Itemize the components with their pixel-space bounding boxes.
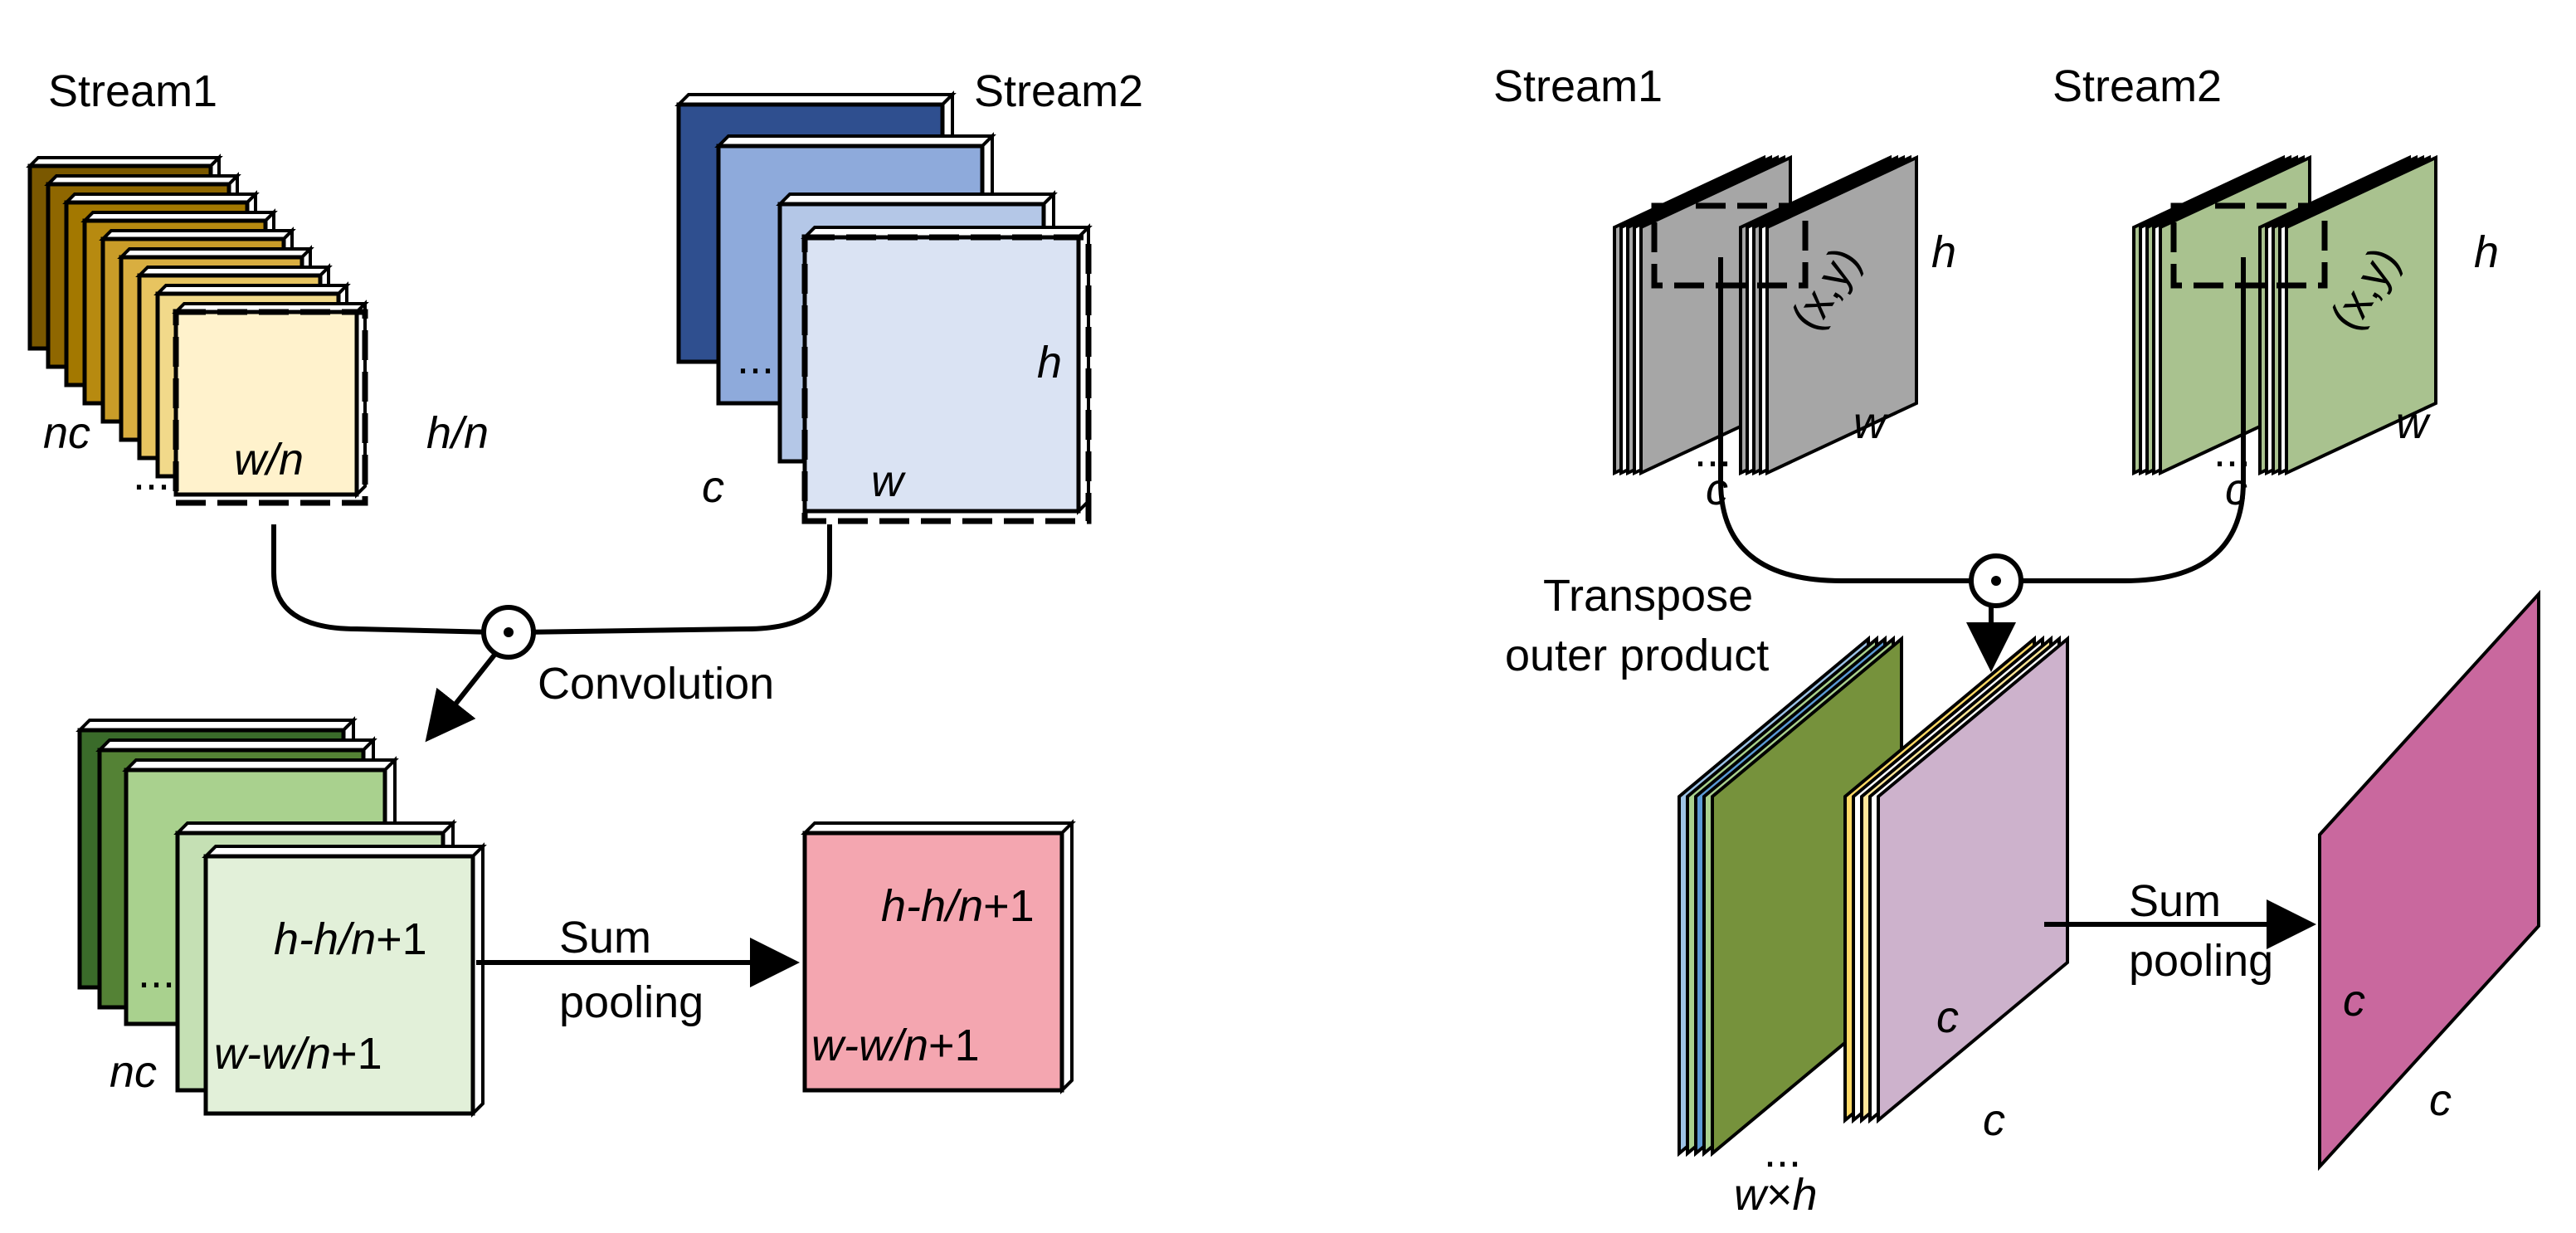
left-stream1-channels: nc — [43, 408, 90, 458]
convolution-output-stack — [75, 716, 487, 1118]
stream2-map-3-dashed-outline — [801, 234, 1092, 524]
right-stream1-label: Stream1 — [1493, 61, 1663, 111]
stream1-map-8-dashed-outline — [173, 309, 368, 506]
stream1-map-8 — [172, 300, 369, 506]
left-result-height: h-h/n+1 — [881, 881, 1035, 931]
stream2-map-3 — [801, 223, 1093, 524]
left-wire-stream1 — [271, 524, 495, 635]
outer-product-stack — [1678, 635, 1903, 1157]
left-stream2-channels: c — [702, 462, 724, 512]
right-stream1-height: h — [1931, 227, 1956, 277]
right-mid-channels-in: c — [1936, 992, 1959, 1042]
left-result-width: w-w/n+1 — [811, 1021, 980, 1070]
left-stream1-height: h/n — [426, 408, 489, 458]
left-output-channels: nc — [110, 1047, 157, 1097]
right-stack-size: w×h — [1734, 1170, 1818, 1220]
left-stream2-width: w — [871, 456, 906, 506]
right-stream2-location-box — [2170, 202, 2328, 289]
stream1-feature-stack — [26, 154, 369, 506]
left-stream1-label: Stream1 — [48, 66, 217, 116]
output-map-4-face — [203, 854, 475, 1116]
stream2-feature-stack — [674, 90, 1093, 524]
left-wire-stream2 — [522, 524, 832, 635]
result-map — [801, 819, 1076, 1094]
final-result-slab-layer-0 — [2318, 589, 2540, 1172]
right-panel: Stream1 Stream2 h w c ... (x,y) h w c ..… — [1493, 61, 2540, 1220]
left-stream2-label: Stream2 — [974, 66, 1143, 116]
convolution-arrow — [425, 652, 498, 743]
left-stream1-width: w/n — [234, 435, 304, 485]
right-final-channels-in: c — [2343, 976, 2365, 1026]
left-panel: Stream1 nc ... w/n h/n Stream2 c ... w h… — [26, 66, 1143, 1118]
left-output-ellipsis: ... — [138, 948, 175, 997]
left-sum-pooling-line1: Sum — [559, 913, 651, 963]
right-stream1-location-box — [1651, 202, 1809, 289]
right-sum-pooling-line1: Sum — [2129, 876, 2221, 926]
left-stream2-ellipsis: ... — [737, 334, 774, 383]
right-final-channels-out: c — [2429, 1075, 2452, 1125]
channel-matrix-block — [1843, 635, 2069, 1124]
transpose-label-line1: Transpose — [1543, 571, 1753, 621]
pooled-result-map — [801, 819, 1076, 1094]
right-stream2-height: h — [2474, 227, 2499, 277]
transpose-label-line2: outer product — [1505, 631, 1769, 680]
output-map-4 — [202, 842, 487, 1118]
final-result-slab — [2318, 589, 2540, 1172]
right-stream2-width: w — [2396, 398, 2431, 448]
left-sum-pooling-line2: pooling — [559, 977, 704, 1027]
right-stream1-ellipsis: ... — [1694, 426, 1731, 476]
right-sum-pooling-line2: pooling — [2129, 936, 2273, 986]
left-stream2-height: h — [1037, 338, 1062, 387]
right-stack-ellipsis: ... — [1764, 1127, 1801, 1177]
right-wire-stream2 — [2016, 257, 2246, 583]
outer-product-operator-dot-icon — [1991, 576, 2001, 586]
bilinear-result-map — [2318, 589, 2540, 1172]
right-wire-stream1 — [1718, 257, 1976, 583]
channel-matrix-slab — [1843, 635, 2069, 1124]
convolution-operator-dot-icon — [504, 627, 514, 637]
left-output-height: h-h/n+1 — [274, 914, 427, 964]
result-map-face — [802, 831, 1064, 1093]
stream1-map-8-face — [173, 309, 359, 497]
convolution-label: Convolution — [538, 659, 774, 709]
right-stream1-width: w — [1853, 398, 1888, 448]
right-stream2-label: Stream2 — [2053, 61, 2222, 111]
left-output-width: w-w/n+1 — [214, 1029, 382, 1079]
stream2-map-3-face — [802, 235, 1081, 514]
right-mid-channels-out: c — [1983, 1095, 2005, 1145]
left-stream1-ellipsis: ... — [133, 450, 170, 500]
outer-product-slab — [1678, 635, 1903, 1157]
channel-matrix-slab-layer-0 — [1877, 635, 2069, 1124]
